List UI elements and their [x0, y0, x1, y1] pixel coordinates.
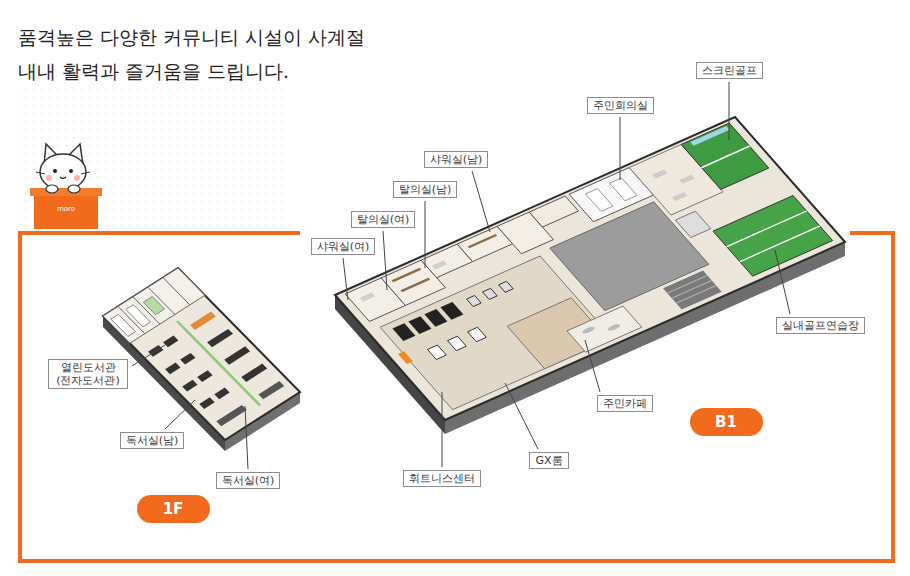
callout-box: 독서실(남): [120, 432, 185, 449]
callout-label: 샤워실(여): [317, 240, 370, 253]
callout-box: 샤워실(여): [311, 238, 376, 255]
callout-box: 휘트니스센터: [403, 470, 481, 487]
callout-box: 스크린골프: [696, 62, 763, 79]
leader-lines: [132, 82, 790, 469]
page-title: 품격높은 다양한 커뮤니티 시설이 사계절 내내 활력과 즐거움을 드립니다.: [18, 20, 368, 88]
floor-label: 1F: [163, 500, 184, 518]
callout-box: 독서실(여): [216, 472, 281, 489]
callout-label: 열린도서관 (전자도서관): [56, 361, 120, 387]
callout-label: 탈의실(남): [399, 183, 452, 196]
callout-label: GX룸: [535, 454, 562, 467]
callout-box: GX룸: [529, 452, 568, 469]
callout-box: 열린도서관 (전자도서관): [48, 359, 128, 389]
callout-box: 탈의실(여): [351, 211, 416, 228]
callout-box: 탈의실(남): [393, 181, 458, 198]
callout-label: 주민회의실: [593, 99, 648, 112]
dot-pattern: [18, 88, 288, 228]
logo-text: moro: [57, 205, 75, 214]
floor-badge: 1F: [137, 495, 210, 523]
callout-label: 주민카페: [603, 397, 647, 410]
callout-label: 스크린골프: [702, 64, 757, 77]
callout-label: 독서실(여): [222, 474, 275, 487]
callout-label: 탈의실(여): [357, 213, 410, 226]
callout-label: 실내골프연습장: [782, 319, 859, 332]
callout-box: 주민회의실: [587, 97, 654, 114]
callout-label: 독서실(남): [126, 434, 179, 447]
floor-plan-b1: [335, 117, 845, 420]
callout-box: 실내골프연습장: [776, 317, 865, 334]
callout-label: 샤워실(남): [430, 153, 483, 166]
floor-badge: B1: [690, 408, 763, 436]
floor-plan-1f: [103, 268, 300, 440]
callout-label: 휘트니스센터: [409, 472, 475, 485]
callout-box: 샤워실(남): [424, 151, 489, 168]
floor-label: B1: [715, 413, 737, 431]
cat-mascot: [30, 144, 102, 229]
callout-box: 주민카페: [597, 395, 653, 412]
